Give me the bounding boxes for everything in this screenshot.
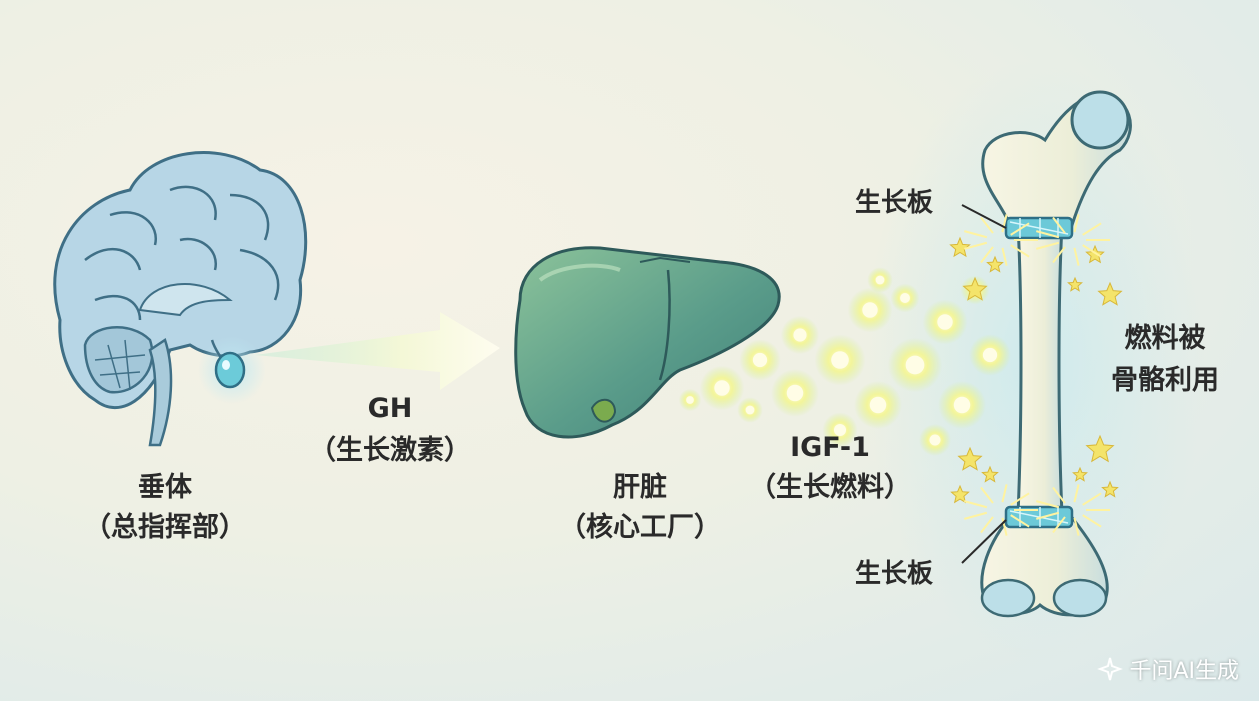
- liver-illustration: [514, 246, 781, 439]
- sparkle-ray: [980, 216, 994, 234]
- sparkle-ray: [1010, 222, 1030, 236]
- igf-particle-core: [937, 314, 953, 330]
- gh-arrow: [255, 312, 500, 390]
- sparkle-star-icon: [949, 236, 971, 258]
- pointer-line-bottom: [961, 519, 1007, 564]
- gh-desc: （生长激素）: [309, 435, 471, 466]
- pituitary-gland: [214, 351, 246, 389]
- sparkle-ray: [1052, 516, 1066, 534]
- sparkle-star-icon: [1101, 480, 1119, 498]
- sparkle-star-icon: [1085, 434, 1115, 463]
- sparkle-ray: [1036, 500, 1060, 509]
- sparkle-ray: [1082, 244, 1102, 258]
- sparkle-star-icon: [1067, 276, 1083, 292]
- pituitary-name: 垂体: [138, 472, 192, 503]
- sparkle-ray: [1036, 511, 1060, 520]
- sparkle-ray: [1010, 244, 1030, 258]
- fuel-used-line2: 骨骼利用: [1111, 365, 1219, 396]
- igf-particle-core: [869, 396, 887, 414]
- liver-name: 肝脏: [613, 472, 667, 503]
- sparkle-ray: [1001, 247, 1008, 266]
- sparkle-ray: [1052, 216, 1066, 234]
- igf-particle-core: [786, 384, 804, 402]
- sparkle-ray: [1073, 484, 1080, 503]
- sparkle-ray: [1082, 492, 1102, 506]
- sparkle-ray: [964, 511, 988, 520]
- igf-particle-core: [831, 351, 849, 369]
- femoral-head: [1070, 90, 1130, 150]
- sparkle-star-icon: [1072, 466, 1088, 482]
- growth-plate-bottom-label: 生长板: [855, 559, 934, 589]
- sparkle-ray: [1001, 214, 1008, 233]
- pituitary-label: 垂体 （总指挥部）: [80, 468, 250, 548]
- igf-particle-core: [953, 396, 971, 414]
- igf-particle-core: [905, 355, 925, 375]
- igf-particle-core: [862, 302, 878, 318]
- igf-particle-core: [929, 434, 941, 446]
- sparkle-ray: [1073, 247, 1080, 266]
- igf-particle-core: [686, 396, 694, 404]
- igf-particle-core: [982, 347, 998, 363]
- sparkle-ray: [1010, 514, 1030, 528]
- igf-label: IGF-1 （生长燃料）: [735, 428, 925, 508]
- sparkle-ray: [980, 486, 994, 504]
- condyle-left: [980, 578, 1036, 618]
- sparkle-ray: [1082, 514, 1102, 528]
- brain-illustration: [53, 151, 308, 447]
- igf-particle-core: [745, 405, 755, 415]
- gh-name: GH: [367, 393, 413, 424]
- sparkle-ray: [1036, 230, 1060, 239]
- igf-particle-core: [875, 275, 885, 285]
- sparkle-ray: [1073, 517, 1080, 536]
- liver-label: 肝脏 （核心工厂）: [550, 468, 730, 548]
- igf-particle-core: [833, 423, 847, 437]
- igf-name: IGF-1: [790, 432, 870, 463]
- sparkle-logo-icon: [1097, 657, 1124, 681]
- sparkle-ray: [980, 246, 994, 264]
- pituitary-role: （总指挥部）: [84, 512, 246, 543]
- igf-particle-core: [714, 380, 730, 396]
- sparkle-ray: [1052, 246, 1066, 264]
- sparkle-ray: [1036, 241, 1060, 250]
- growth-sparkles: [949, 214, 1123, 536]
- sparkle-ray: [1052, 486, 1066, 504]
- gh-label: GH （生长激素）: [290, 388, 490, 472]
- sparkle-star-icon: [981, 465, 999, 483]
- sparkle-star-icon: [950, 484, 970, 504]
- fuel-used-line1: 燃料被: [1124, 323, 1206, 354]
- sparkle-ray: [1073, 214, 1080, 233]
- sparkle-ray: [1001, 517, 1008, 536]
- sparkle-ray: [964, 230, 988, 239]
- watermark: 千问AI生成: [1097, 653, 1239, 685]
- igf-particles: [678, 267, 1011, 456]
- igf-desc: （生长燃料）: [749, 472, 911, 503]
- sparkle-ray: [1010, 492, 1030, 506]
- igf-particle-core: [752, 352, 768, 368]
- growth-plate-top-label: 生长板: [855, 188, 934, 218]
- sparkle-star-icon: [1097, 281, 1123, 306]
- bone-illustration: [980, 90, 1132, 618]
- sparkle-ray: [964, 241, 988, 250]
- sparkle-star-icon: [986, 255, 1004, 273]
- fuel-used-label: 燃料被 骨骼利用: [1090, 318, 1240, 402]
- sparkle-star-icon: [962, 276, 988, 301]
- pointer-line-top: [961, 204, 1007, 229]
- sparkle-star-icon: [957, 446, 983, 471]
- sparkle-star-icon: [1085, 244, 1105, 264]
- liver-role: （核心工厂）: [559, 512, 721, 543]
- igf-particle-core: [793, 328, 807, 342]
- sparkle-ray: [980, 516, 994, 534]
- sparkle-ray: [964, 500, 988, 509]
- igf-particle-core: [900, 293, 910, 303]
- watermark-text: 千问AI生成: [1129, 659, 1239, 684]
- sparkle-ray: [1001, 484, 1008, 503]
- sparkle-ray: [1082, 222, 1102, 236]
- condyle-right: [1052, 578, 1108, 618]
